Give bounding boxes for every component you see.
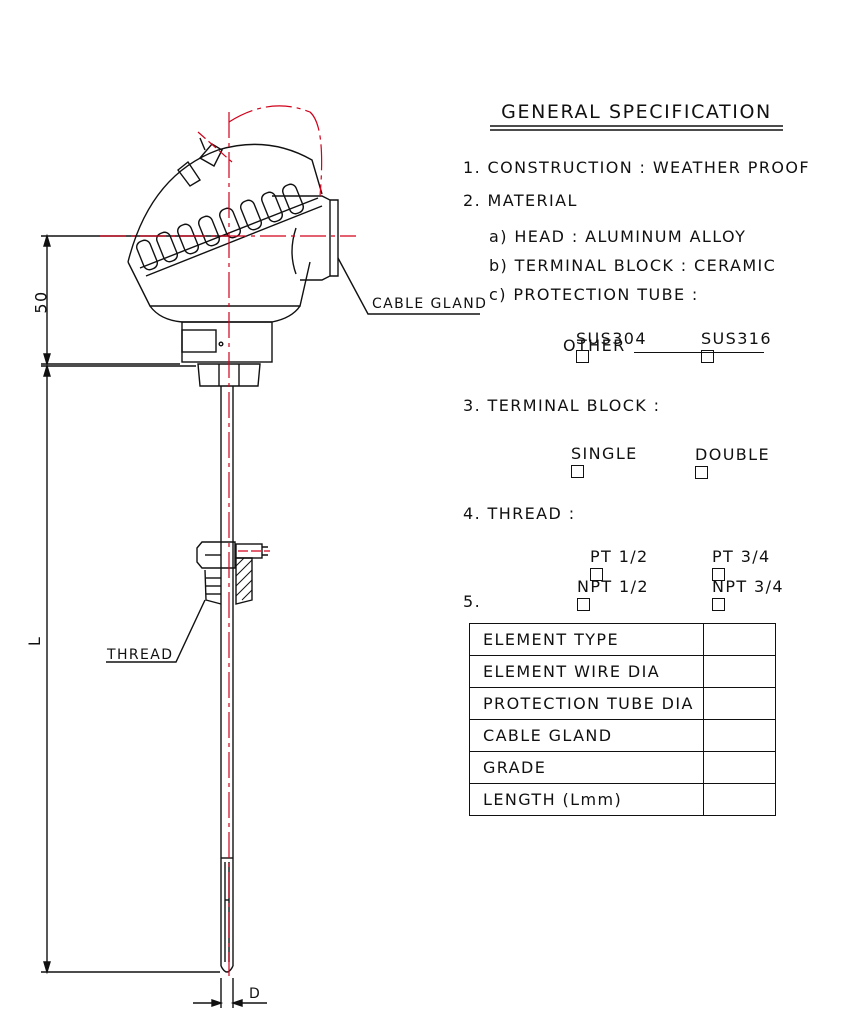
thread-callout: THREAD — [107, 647, 174, 663]
option-sus316-checkbox[interactable] — [700, 350, 714, 363]
spec-material-head: a) HEAD : ALUMINUM ALLOY — [489, 227, 747, 246]
table-row: ELEMENT TYPE — [469, 623, 776, 656]
table-row: CABLE GLAND — [469, 719, 776, 752]
spec-material-protection-tube: c) PROTECTION TUBE : — [489, 285, 699, 304]
table-label: PROTECTION TUBE DIA — [469, 687, 704, 720]
centerlines — [100, 105, 356, 976]
cable-gland-leader — [337, 257, 480, 315]
spec-material: 2. MATERIAL — [463, 191, 578, 210]
dim-dia-label: D — [249, 986, 262, 1002]
option-npt12-label: NPT 1/2 — [576, 577, 650, 596]
option-other-blank[interactable] — [634, 352, 764, 353]
spec-table: ELEMENT TYPE ELEMENT WIRE DIA PROTECTION… — [469, 623, 776, 816]
option-npt34-checkbox[interactable] — [711, 598, 725, 611]
option-pt34-label: PT 3/4 — [711, 547, 771, 566]
spec-material-terminal-block: b) TERMINAL BLOCK : CERAMIC — [489, 256, 777, 275]
table-label: ELEMENT TYPE — [469, 623, 704, 656]
table-value-cell[interactable] — [703, 751, 776, 784]
table-row: GRADE — [469, 751, 776, 784]
thread-leader — [106, 599, 206, 663]
spec-terminal-block: 3. TERMINAL BLOCK : — [463, 396, 661, 415]
table-label: CABLE GLAND — [469, 719, 704, 752]
table-label: ELEMENT WIRE DIA — [469, 655, 704, 688]
spec-item5: 5. — [463, 592, 482, 611]
option-sus316-label: SUS316 — [700, 329, 772, 348]
option-double-label: DOUBLE — [694, 445, 771, 464]
table-value-cell[interactable] — [703, 655, 776, 688]
option-pt34-checkbox[interactable] — [711, 568, 725, 581]
dimension-length — [41, 363, 220, 975]
table-value-cell[interactable] — [703, 623, 776, 656]
table-label: GRADE — [469, 751, 704, 784]
option-single-checkbox[interactable] — [570, 465, 584, 478]
table-value-cell[interactable] — [703, 719, 776, 752]
cable-gland-callout: CABLE GLAND — [372, 296, 488, 312]
option-single-label: SINGLE — [570, 444, 638, 463]
dimension-diameter — [193, 978, 267, 1008]
table-row: PROTECTION TUBE DIA — [469, 687, 776, 720]
spec-title: GENERAL SPECIFICATION — [501, 101, 772, 123]
spec-construction: 1. CONSTRUCTION : WEATHER PROOF — [463, 158, 810, 177]
table-value-cell[interactable] — [703, 783, 776, 816]
option-pt12-checkbox[interactable] — [589, 568, 603, 581]
option-npt34-label: NPT 3/4 — [711, 577, 785, 596]
option-sus304-label: SUS304 — [575, 329, 647, 348]
option-other-label: OTHER — [563, 336, 626, 355]
table-value-cell[interactable] — [703, 687, 776, 720]
table-label: LENGTH (Lmm) — [469, 783, 704, 816]
option-npt12-checkbox[interactable] — [576, 598, 590, 611]
table-row: LENGTH (Lmm) — [469, 783, 776, 816]
table-row: ELEMENT WIRE DIA — [469, 655, 776, 688]
option-sus304-checkbox[interactable] — [575, 350, 589, 363]
thread-fitting — [196, 541, 268, 605]
option-pt12-label: PT 1/2 — [589, 547, 649, 566]
spec-thread: 4. THREAD : — [463, 504, 576, 523]
option-double-checkbox[interactable] — [694, 466, 708, 479]
